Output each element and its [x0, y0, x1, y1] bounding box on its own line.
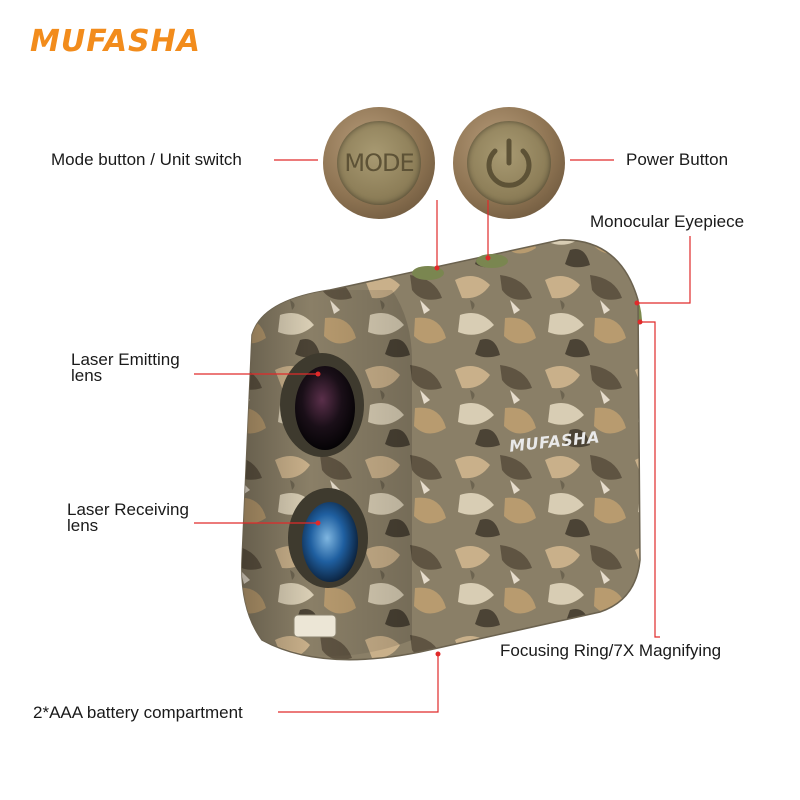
callout-mode-button: Mode button / Unit switch: [51, 150, 242, 169]
battery-compartment: [293, 614, 337, 638]
callout-battery: 2*AAA battery compartment: [33, 703, 243, 722]
callout-eyepiece: Monocular Eyepiece: [590, 212, 745, 231]
callout-laser-receiving-line1: Laser Receiving: [67, 500, 189, 519]
callout-laser-emitting-line2: lens: [71, 366, 103, 385]
mode-button-text: MODE: [344, 149, 414, 177]
callout-laser-receiving-line2: lens: [67, 516, 99, 535]
power-icon: [486, 138, 532, 188]
callout-laser-emitting-line1: Laser Emitting: [71, 350, 180, 369]
callout-focusing-ring: Focusing Ring/7X Magnifying: [500, 641, 722, 660]
callout-laser-receiving: Laser Receiving lens: [67, 500, 189, 535]
mode-button-closeup: MODE: [323, 107, 435, 219]
callout-laser-emitting: Laser Emitting lens: [71, 350, 180, 385]
callout-power-button: Power Button: [626, 150, 729, 169]
power-button-closeup: [453, 107, 565, 219]
brand-logo: MUFASHA: [30, 24, 201, 59]
